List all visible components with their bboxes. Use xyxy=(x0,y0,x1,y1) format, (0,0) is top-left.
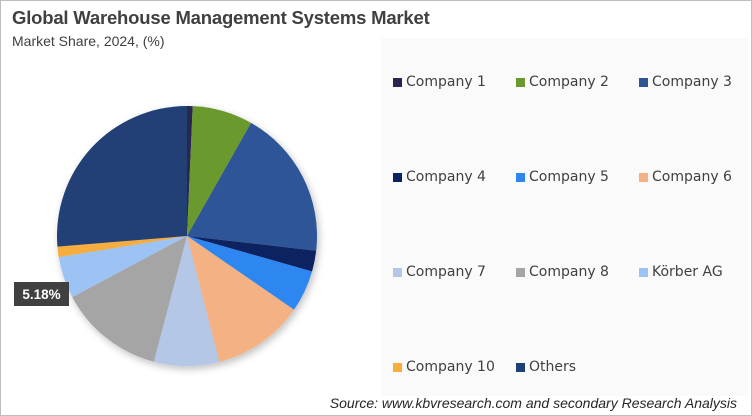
legend-label: Company 6 xyxy=(652,169,732,185)
legend-label: Company 4 xyxy=(406,169,486,185)
chart-title: Global Warehouse Management Systems Mark… xyxy=(12,7,430,28)
legend-item-others: Others xyxy=(516,359,576,375)
pie-slice-company-4 xyxy=(187,236,317,272)
legend-item-company-10: Company 10 xyxy=(393,359,495,375)
legend-swatch xyxy=(516,172,525,182)
legend-swatch xyxy=(516,362,525,372)
legend-label: Company 5 xyxy=(529,169,609,185)
pie-slice-company-5 xyxy=(187,236,313,310)
pie-chart xyxy=(51,100,323,372)
legend-label: Company 1 xyxy=(406,74,486,90)
legend-swatch xyxy=(639,172,648,182)
legend-item-company-2: Company 2 xyxy=(516,74,609,90)
legend-swatch xyxy=(639,267,648,277)
legend-item-korber-ag: Körber AG xyxy=(639,264,723,280)
pie-slice-company-8 xyxy=(72,236,187,362)
legend-swatch xyxy=(393,172,402,182)
pie-slice-k-rber-ag xyxy=(58,236,187,298)
source-note: Source: www.kbvresearch.com and secondar… xyxy=(329,395,737,411)
legend-label: Company 7 xyxy=(406,264,486,280)
chart-subtitle: Market Share, 2024, (%) xyxy=(12,33,165,49)
legend-swatch xyxy=(516,77,525,87)
pie-slice-company-3 xyxy=(187,122,317,251)
legend-label: Company 8 xyxy=(529,264,609,280)
legend: Company 1 Company 2 Company 3 Company 4 … xyxy=(381,38,748,396)
legend-item-company-7: Company 7 xyxy=(393,264,486,280)
pie-slice-company-6 xyxy=(187,236,295,362)
legend-label: Company 2 xyxy=(529,74,609,90)
legend-item-company-3: Company 3 xyxy=(639,74,732,90)
legend-swatch xyxy=(393,362,402,372)
legend-label: Company 3 xyxy=(652,74,732,90)
legend-label: Körber AG xyxy=(652,264,723,280)
pie-slice-company-10 xyxy=(57,236,187,258)
pie-slice-company-1 xyxy=(187,106,193,236)
legend-swatch xyxy=(516,267,525,277)
data-label-korber: 5.18% xyxy=(14,282,69,306)
pie-slice-company-7 xyxy=(153,236,220,366)
legend-item-company-5: Company 5 xyxy=(516,169,609,185)
legend-swatch xyxy=(639,77,648,87)
legend-item-company-4: Company 4 xyxy=(393,169,486,185)
pie-slice-company-2 xyxy=(187,106,252,237)
legend-item-company-8: Company 8 xyxy=(516,264,609,280)
legend-item-company-6: Company 6 xyxy=(639,169,732,185)
pie-svg xyxy=(56,106,317,366)
legend-swatch xyxy=(393,267,402,277)
legend-swatch xyxy=(393,77,402,87)
legend-label: Company 10 xyxy=(406,359,495,375)
legend-label: Others xyxy=(529,359,577,375)
pie-slice-others xyxy=(56,106,187,247)
legend-item-company-1: Company 1 xyxy=(393,74,486,90)
